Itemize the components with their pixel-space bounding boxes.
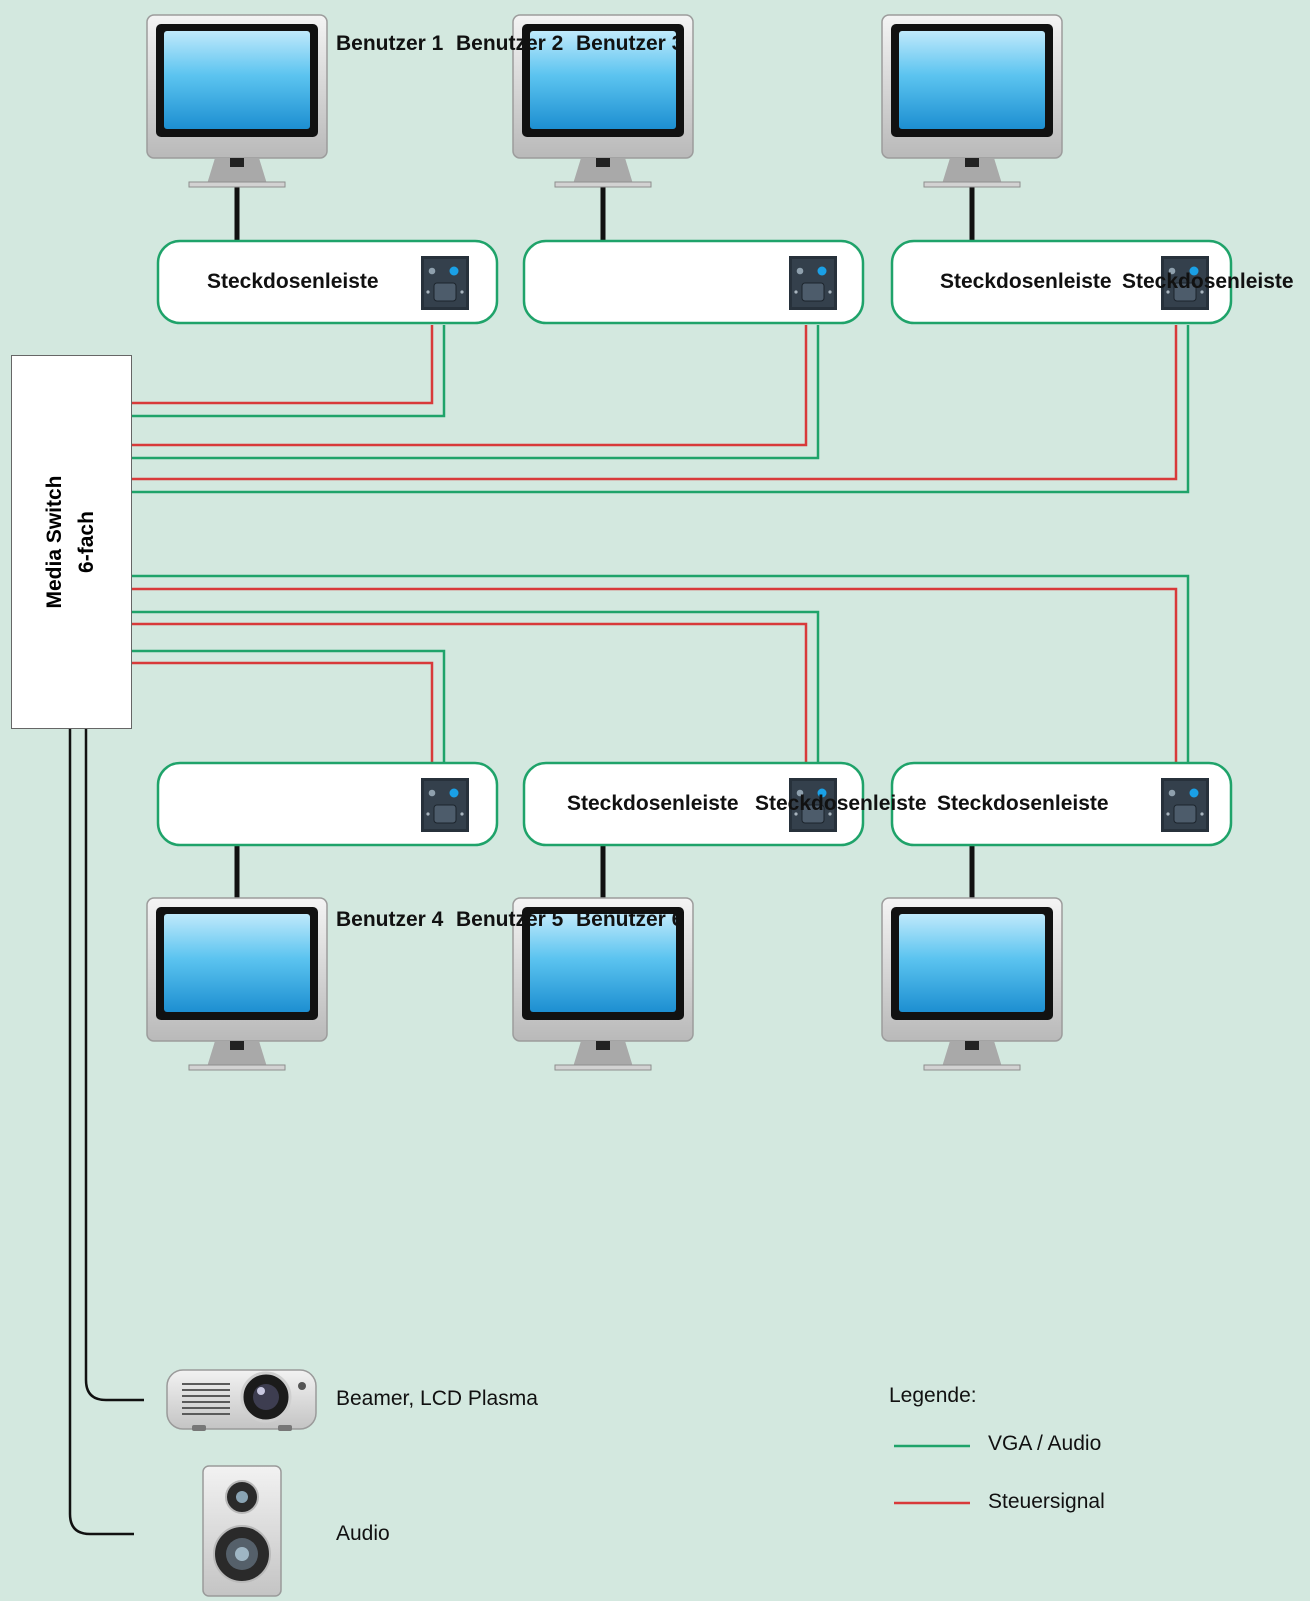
user-label: Benutzer 4 xyxy=(336,908,444,931)
legend-title: Legende: xyxy=(889,1384,977,1407)
audio-label: Audio xyxy=(336,1522,390,1545)
power-strip xyxy=(522,239,865,325)
legend-steuer-label: Steuersignal xyxy=(988,1490,1105,1513)
power-strip xyxy=(522,761,865,847)
strip-label: Steckdosenleiste xyxy=(1122,270,1294,293)
strip-label: Steckdosenleiste xyxy=(940,270,1112,293)
wall-socket-icon xyxy=(788,255,838,311)
strip-label: Steckdosenleiste xyxy=(567,792,739,815)
speaker-icon xyxy=(202,1465,282,1597)
projector-icon xyxy=(166,1369,317,1431)
legend-vga-label: VGA / Audio xyxy=(988,1432,1102,1455)
media-switch-ports: 6-fach xyxy=(75,511,98,573)
beamer-label: Beamer, LCD Plasma xyxy=(336,1387,538,1410)
monitor-icon xyxy=(146,14,328,188)
user-label: Benutzer 5 xyxy=(456,908,564,931)
wall-socket-icon xyxy=(1160,777,1210,833)
user-label: Benutzer 1 xyxy=(336,32,444,55)
strip-label: Steckdosenleiste xyxy=(207,270,379,293)
wall-socket-icon xyxy=(420,255,470,311)
strip-label: Steckdosenleiste xyxy=(755,792,927,815)
cables-device xyxy=(68,729,144,1536)
cables-black xyxy=(234,186,975,898)
power-strip xyxy=(156,761,499,847)
power-strip xyxy=(156,239,499,325)
media-switch-box xyxy=(11,355,132,729)
user-label: Benutzer 3 xyxy=(576,32,684,55)
monitor-icon xyxy=(881,14,1063,188)
strip-label: Steckdosenleiste xyxy=(937,792,1109,815)
wall-socket-icon xyxy=(420,777,470,833)
power-strip xyxy=(890,239,1233,325)
media-switch-label: Media Switch 6-fach xyxy=(39,475,103,608)
cables-top xyxy=(132,325,1190,494)
monitor-icon xyxy=(881,897,1063,1071)
power-strip xyxy=(890,761,1233,847)
cables-bottom xyxy=(132,574,1190,763)
media-switch-name: Media Switch xyxy=(43,475,66,609)
monitor-icon xyxy=(146,897,328,1071)
user-label: Benutzer 6 xyxy=(576,908,684,931)
user-label: Benutzer 2 xyxy=(456,32,564,55)
